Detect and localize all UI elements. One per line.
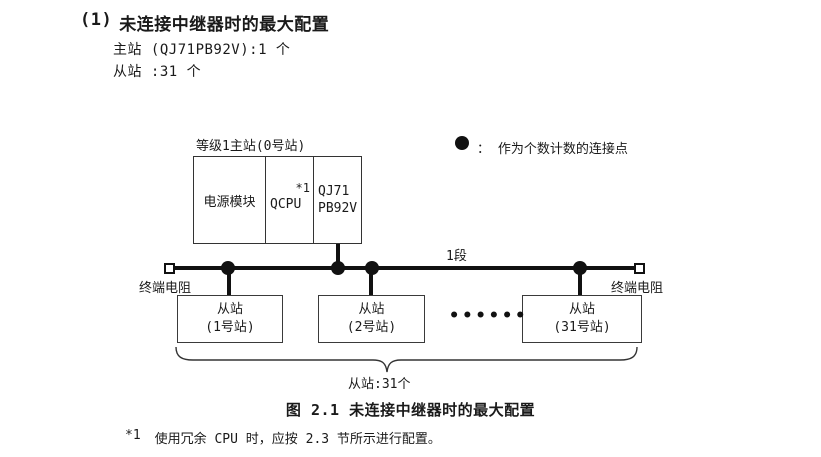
slave-name: 从站 — [216, 302, 243, 317]
master-station-box: 电源模块 *1 QCPU QJ71 PB92V — [193, 156, 362, 244]
master-drop-line — [336, 244, 340, 268]
bus-line — [170, 266, 636, 270]
pb92v-cell: QJ71 PB92V — [314, 157, 361, 243]
footnote: *1 使用冗余 CPU 时，应按 2.3 节所示进行配置。 — [125, 428, 441, 447]
footnote-reference: *1 — [295, 181, 310, 195]
terminator-right-label: 终端电阻 — [611, 281, 664, 296]
footnote-marker: *1 — [125, 428, 141, 443]
slave-box-1: 从站 (1号站) — [177, 295, 283, 343]
legend-text: ： 作为个数计数的连接点 — [477, 142, 628, 157]
brace-icon — [175, 346, 638, 373]
section-title: 未连接中继器时的最大配置 — [119, 15, 330, 35]
connection-dot — [573, 261, 587, 275]
connection-dot — [331, 261, 345, 275]
slave-box-2: 从站 (2号站) — [318, 295, 425, 343]
slave-drop-line — [578, 270, 582, 296]
pb92v-line1: QJ71 — [318, 184, 350, 199]
brace-label: 从站:31个 — [348, 377, 411, 392]
power-module-cell: 电源模块 — [194, 157, 266, 243]
slave-station-number: (31号站) — [553, 320, 611, 335]
terminator-left-icon — [164, 263, 175, 274]
slave-drop-line — [227, 270, 231, 296]
slave-name: 从站 — [358, 302, 385, 317]
slave-box-3: 从站 (31号站) — [522, 295, 642, 343]
connection-dot — [221, 261, 235, 275]
slave-name: 从站 — [568, 302, 595, 317]
segment-label: 1段 — [446, 249, 467, 264]
slave-station-number: (1号站) — [205, 320, 255, 335]
figure-caption: 图 2.1 未连接中继器时的最大配置 — [285, 401, 536, 419]
master-count-line: 主站 (QJ71PB92V):1 个 — [113, 42, 291, 58]
qcpu-cell: *1 QCPU — [266, 157, 314, 243]
slaves-ellipsis-icon: •••••• — [449, 306, 529, 326]
pb92v-line2: PB92V — [318, 201, 358, 216]
connection-point-icon — [455, 136, 469, 150]
section-number: (1) — [80, 10, 113, 30]
footnote-text: 使用冗余 CPU 时，应按 2.3 节所示进行配置。 — [154, 432, 441, 447]
slave-count-line: 从站 :31 个 — [113, 64, 202, 80]
master-station-label: 等级1主站(0号站) — [196, 139, 306, 154]
section-heading: (1) 未连接中继器时的最大配置 — [80, 10, 329, 35]
terminator-right-icon — [634, 263, 645, 274]
connection-dot — [365, 261, 379, 275]
qcpu-label: QCPU — [270, 197, 302, 212]
terminator-left-label: 终端电阻 — [139, 281, 192, 296]
slave-station-number: (2号站) — [346, 320, 397, 335]
slave-drop-line — [369, 270, 373, 296]
